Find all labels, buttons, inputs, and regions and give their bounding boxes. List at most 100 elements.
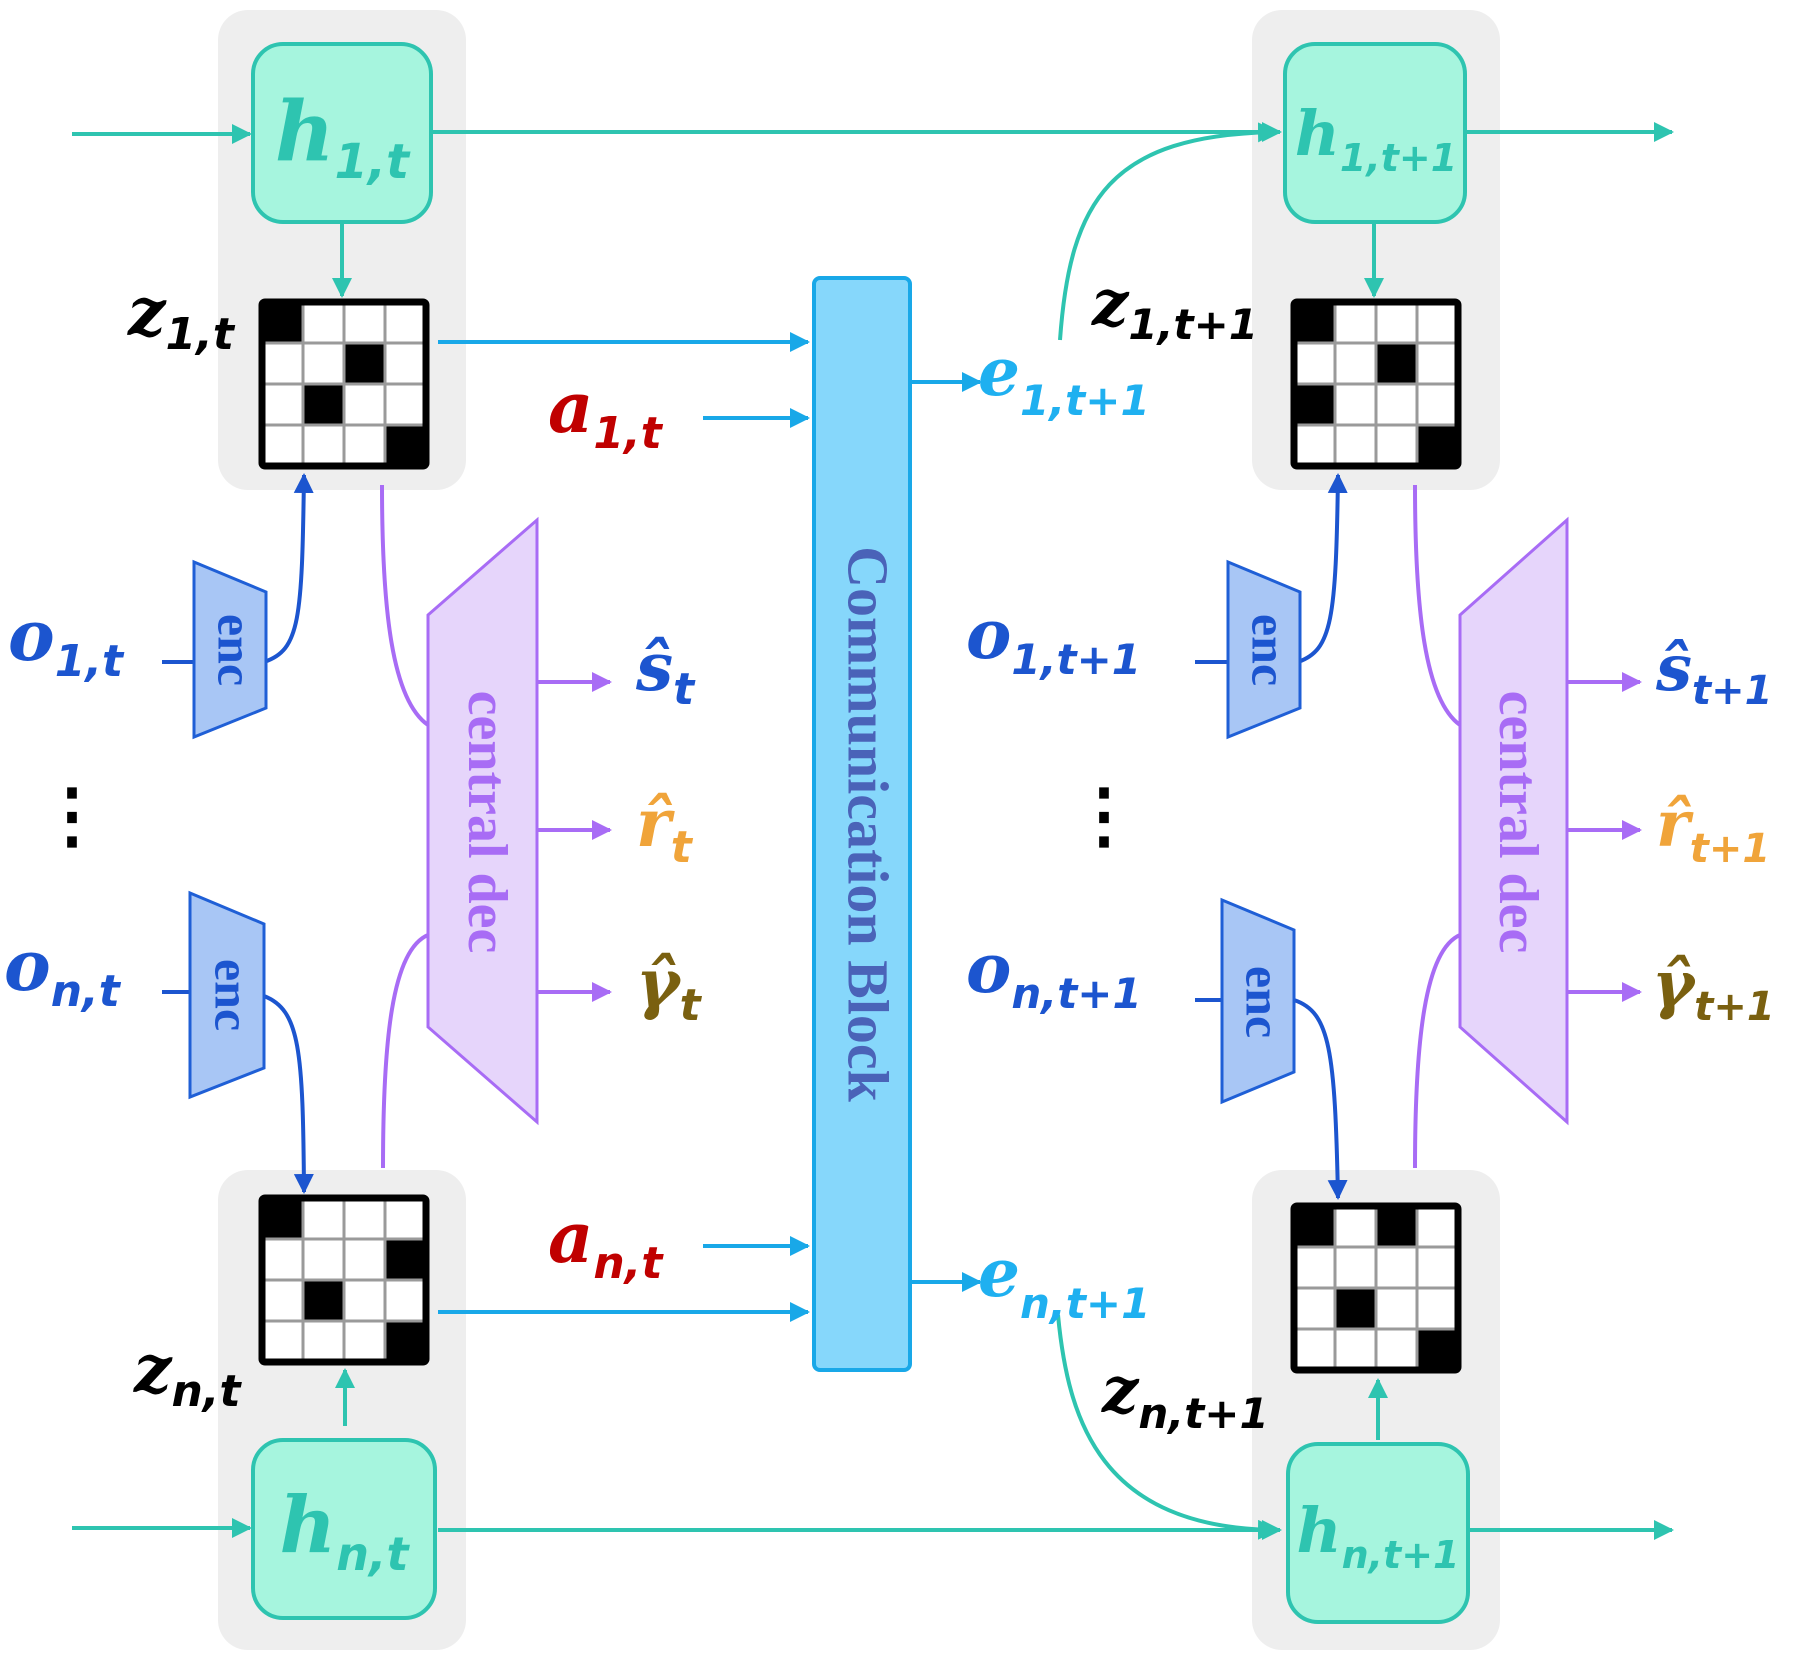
o-1-t-label: o1,t (8, 594, 125, 687)
h-n-t1-main: h (1296, 1494, 1341, 1567)
gamma-hat-t-label: γ̂t (636, 944, 703, 1031)
grid-cell-filled (383, 1319, 428, 1364)
grid-cell-empty (1415, 1245, 1460, 1290)
central-decoder-t1: central dec (1458, 516, 1569, 1126)
grid-cell-empty (1415, 300, 1460, 345)
grid-cell-empty (1333, 1245, 1378, 1290)
gamma-hat-t1-label: γ̂t+1 (1652, 947, 1775, 1030)
grid-cell-filled (1292, 300, 1337, 345)
grid-cell-empty (260, 341, 305, 386)
grid-cell-empty (301, 1196, 346, 1241)
grid-cell-empty (260, 1319, 305, 1364)
h-1-t-sub: 1,t (335, 134, 412, 190)
grid-cell-empty (1333, 300, 1378, 345)
z-n-t1-label: zn,t+1 (1101, 1353, 1269, 1438)
grid-cell-filled (342, 341, 387, 386)
grid-cell-empty (301, 341, 346, 386)
a-1-t-label: a1,t (548, 366, 664, 459)
grid-cell-empty (1374, 300, 1419, 345)
svg-text:hn,t+1: hn,t+1 (1296, 1494, 1459, 1577)
h-box-n-t: hn,t (251, 1438, 437, 1620)
grid-border (1290, 1202, 1462, 1374)
central-decoder-t: central dec (426, 516, 539, 1126)
grid-cell-filled (383, 423, 428, 468)
recurrent-connectors (72, 122, 1674, 1540)
latent-grid-z-1-t (258, 298, 430, 470)
agents-ellipsis-t: ⋮ (36, 776, 108, 856)
grid-cell-empty (1333, 423, 1378, 468)
encoder-1-t1: enc (1226, 559, 1302, 740)
h-1-t-main: h (275, 84, 335, 180)
grid-cell-empty (1333, 1204, 1378, 1249)
encoder-n-t: enc (188, 890, 266, 1100)
svg-text:hn,t: hn,t (280, 1480, 411, 1581)
h-box-1-t1: h1,t+1 (1283, 42, 1467, 224)
s-hat-t1-label: ŝt+1 (1655, 631, 1773, 714)
grid-cell-filled (1333, 1286, 1378, 1331)
e-1-t1-label: e1,t+1 (978, 333, 1150, 425)
svg-text:h1,t+1: h1,t+1 (1295, 97, 1457, 180)
r-hat-t1-label: r̂t+1 (1656, 787, 1770, 872)
grid-cell-empty (383, 382, 428, 427)
grid-cell-empty (1374, 1245, 1419, 1290)
z-n-t-label: zn,t (133, 1330, 243, 1417)
enc-label: enc (1236, 966, 1292, 1038)
comm-connectors (438, 332, 982, 1322)
svg-text:h1,t: h1,t (275, 84, 411, 190)
grid-cell-empty (1292, 341, 1337, 386)
o-1-t1-label: o1,t+1 (966, 595, 1141, 684)
grid-cell-empty (1333, 1327, 1378, 1372)
decoder-connectors (380, 484, 1642, 1169)
grid-cell-empty (301, 1319, 346, 1364)
grid-cell-empty (301, 1237, 346, 1282)
grid-cell-empty (383, 341, 428, 386)
h-box-1-t: h1,t (251, 42, 433, 224)
grid-cell-empty (1415, 1204, 1460, 1249)
a-n-t-label: an,t (548, 1196, 664, 1289)
grid-cell-empty (260, 1237, 305, 1282)
grid-cell-empty (1374, 1327, 1419, 1372)
h-n-t1-sub: n,t+1 (1342, 1533, 1460, 1577)
grid-cell-empty (260, 423, 305, 468)
grid-cell-empty (1415, 382, 1460, 427)
grid-cell-filled (1292, 1204, 1337, 1249)
grid-cell-empty (301, 423, 346, 468)
central-dec-label: central dec (456, 691, 518, 954)
grid-cell-empty (1374, 382, 1419, 427)
grid-cell-empty (1415, 1286, 1460, 1331)
grid-cell-filled (1415, 423, 1460, 468)
grid-border (258, 298, 430, 470)
grid-cell-filled (301, 382, 346, 427)
e-n-t1-label: en,t+1 (978, 1234, 1150, 1328)
grid-cell-filled (1292, 382, 1337, 427)
grid-cell-empty (1374, 423, 1419, 468)
h-box-n-t1: hn,t+1 (1286, 1442, 1470, 1624)
grid-cell-empty (342, 1196, 387, 1241)
encoder-connectors (162, 473, 1348, 1200)
grid-cell-empty (1333, 341, 1378, 386)
grid-border (1290, 298, 1462, 470)
enc-label: enc (205, 959, 261, 1031)
latent-grid-z-n-t (258, 1194, 430, 1366)
agents-ellipsis-t1: ⋮ (1068, 776, 1140, 856)
grid-cell-empty (383, 300, 428, 345)
r-hat-t-label: r̂t (636, 784, 694, 873)
grid-cell-empty (342, 300, 387, 345)
communication-block: Communication Block (812, 276, 912, 1372)
h-1-t1-sub: 1,t+1 (1340, 136, 1457, 180)
grid-cell-empty (342, 1278, 387, 1323)
central-dec-label: central dec (1487, 691, 1549, 954)
z-1-t1-label: z1,t+1 (1091, 266, 1258, 349)
grid-cell-empty (1292, 1286, 1337, 1331)
grid-cell-empty (1292, 423, 1337, 468)
latent-grid-z-1-t1 (1290, 298, 1462, 470)
grid-cell-filled (301, 1278, 346, 1323)
grid-cell-empty (1374, 1286, 1419, 1331)
enc-label: enc (208, 614, 264, 686)
grid-cell-empty (1333, 382, 1378, 427)
grid-border (258, 1194, 430, 1366)
grid-cell-filled (383, 1237, 428, 1282)
enc-label: enc (1242, 614, 1298, 686)
grid-cell-empty (342, 382, 387, 427)
